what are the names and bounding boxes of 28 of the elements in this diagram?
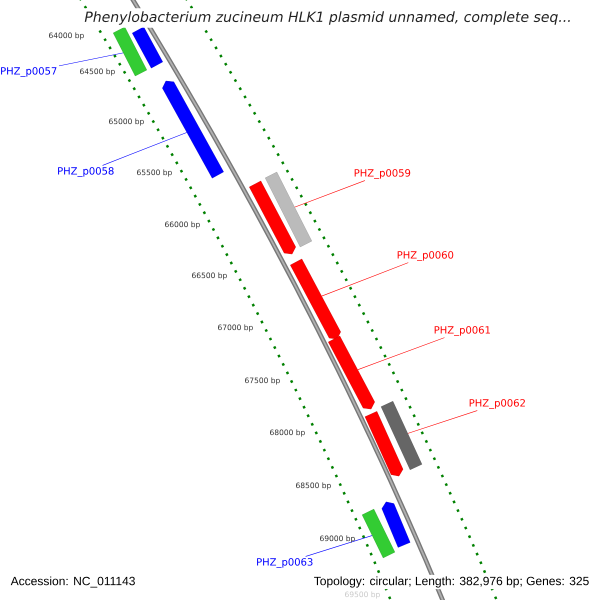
gene-block	[113, 26, 147, 76]
gene-label: PHZ_p0062	[470, 399, 525, 409]
accession-label: Accession: NC_011143	[9, 574, 137, 590]
leader-line	[305, 535, 372, 557]
gene-label: PHZ_p0060	[398, 251, 454, 261]
gene-block	[382, 502, 410, 548]
gene-block	[364, 411, 404, 476]
gene-label: PHZ_p0059	[354, 169, 410, 179]
gene-label: PHZ_p0061	[434, 326, 490, 336]
gene-label: PHZ_p0058	[58, 167, 114, 177]
gene-label: PHZ_p0057	[1, 67, 56, 77]
gene-block	[290, 258, 341, 340]
genome-info-label: Topology: circular; Length: 382,976 bp; Genes: 325	[312, 574, 591, 590]
leader-line	[408, 410, 478, 434]
gene-block	[132, 26, 163, 68]
gene-label: PHZ_p0063	[257, 558, 312, 568]
gene-block	[162, 80, 224, 178]
gene-block	[362, 508, 396, 558]
leader-line	[322, 262, 409, 296]
leader-line	[294, 180, 366, 208]
title: Phenylobacterium zucineum HLK1 plasmid unnamed, complete seq...	[81, 8, 575, 28]
leader-line	[358, 337, 445, 370]
gene-block	[328, 336, 375, 410]
leader-line	[58, 52, 124, 66]
gene-block	[265, 172, 312, 248]
gene-block	[249, 180, 296, 254]
leader-line	[102, 132, 188, 166]
gene-block	[380, 401, 422, 470]
